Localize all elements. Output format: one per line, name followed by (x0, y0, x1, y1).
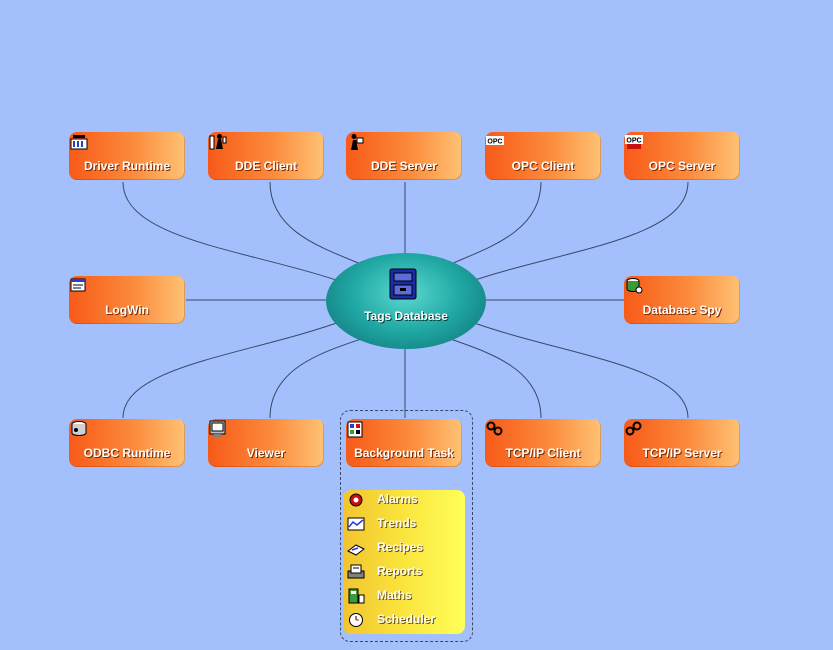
svg-text:OPC: OPC (487, 139, 502, 146)
viewer-icon (209, 420, 226, 437)
module-tcpip-client[interactable]: TCP/IP Client (485, 419, 601, 467)
recipe-icon (347, 544, 365, 556)
svg-text:OPC: OPC (626, 138, 641, 145)
module-label: Viewer (246, 446, 286, 460)
task-label: Trends (377, 516, 417, 530)
logwin-icon (70, 278, 86, 292)
task-item-reports[interactable]: Reports (343, 562, 465, 582)
module-opc-client[interactable]: OPC OPC Client (485, 132, 601, 180)
link-odbc-runtime (122, 319, 346, 419)
dde-server-icon (351, 134, 364, 150)
module-opc-server[interactable]: OPC OPC Server (624, 132, 740, 180)
link-viewer (269, 335, 371, 419)
module-label: ODBC Runtime (83, 446, 171, 460)
trend-icon (347, 517, 365, 531)
math-icon (348, 588, 365, 604)
module-label: Driver Runtime (83, 159, 171, 173)
module-label: LogWin (105, 303, 149, 317)
module-database-spy[interactable]: Database Spy (624, 276, 740, 324)
module-label: OPC Server (648, 159, 716, 173)
tcpip-client-icon (486, 421, 503, 436)
link-dde-client (269, 181, 371, 269)
opc-server-icon: OPC (625, 135, 643, 149)
module-label: Background Task (354, 446, 454, 460)
module-background-task[interactable]: Background Task (346, 419, 462, 467)
task-label: Scheduler (377, 612, 436, 626)
link-driver-runtime (122, 181, 346, 284)
module-odbc-runtime[interactable]: ODBC Runtime (69, 419, 185, 467)
module-label: TCP/IP Server (642, 446, 722, 460)
link-opc-server (465, 181, 689, 284)
clock-icon (349, 613, 363, 627)
task-item-trends[interactable]: Trends (343, 514, 465, 534)
alarm-icon (349, 493, 363, 507)
opc-client-icon: OPC (486, 136, 504, 146)
tags-database-hub[interactable]: Tags Database (326, 253, 486, 349)
link-tcpip-server (465, 319, 689, 419)
task-label: Reports (377, 564, 423, 578)
module-driver-runtime[interactable]: Driver Runtime (69, 132, 185, 180)
task-item-maths[interactable]: Maths (343, 586, 465, 606)
task-label: Maths (377, 588, 412, 602)
dde-client-icon (209, 134, 227, 150)
module-viewer[interactable]: Viewer (208, 419, 324, 467)
task-item-scheduler[interactable]: Scheduler (343, 610, 465, 630)
module-label: DDE Client (234, 159, 297, 173)
module-label: OPC Client (511, 159, 575, 173)
odbc-icon (71, 421, 87, 436)
driver-icon (70, 135, 88, 150)
report-icon (347, 564, 365, 579)
link-opc-client (441, 181, 542, 269)
module-tcpip-server[interactable]: TCP/IP Server (624, 419, 740, 467)
tcpip-server-icon (625, 421, 642, 436)
module-dde-client[interactable]: DDE Client (208, 132, 324, 180)
module-label: Database Spy (642, 303, 722, 317)
task-item-recipes[interactable]: Recipes (343, 538, 465, 558)
database-icon (389, 268, 417, 300)
module-dde-server[interactable]: DDE Server (346, 132, 462, 180)
module-logwin[interactable]: LogWin (69, 276, 185, 324)
task-label: Recipes (377, 540, 424, 554)
task-item-alarms[interactable]: Alarms (343, 490, 465, 510)
link-tcpip-client (441, 335, 542, 419)
background-task-icon (347, 421, 363, 438)
task-label: Alarms (377, 492, 418, 506)
module-label: TCP/IP Client (505, 446, 581, 460)
hub-label: Tags Database (364, 309, 448, 323)
module-label: DDE Server (370, 159, 438, 173)
background-task-list: Alarms Trends Recipes Reports (343, 490, 465, 634)
database-spy-icon (626, 278, 643, 294)
background-task-group (340, 410, 473, 642)
